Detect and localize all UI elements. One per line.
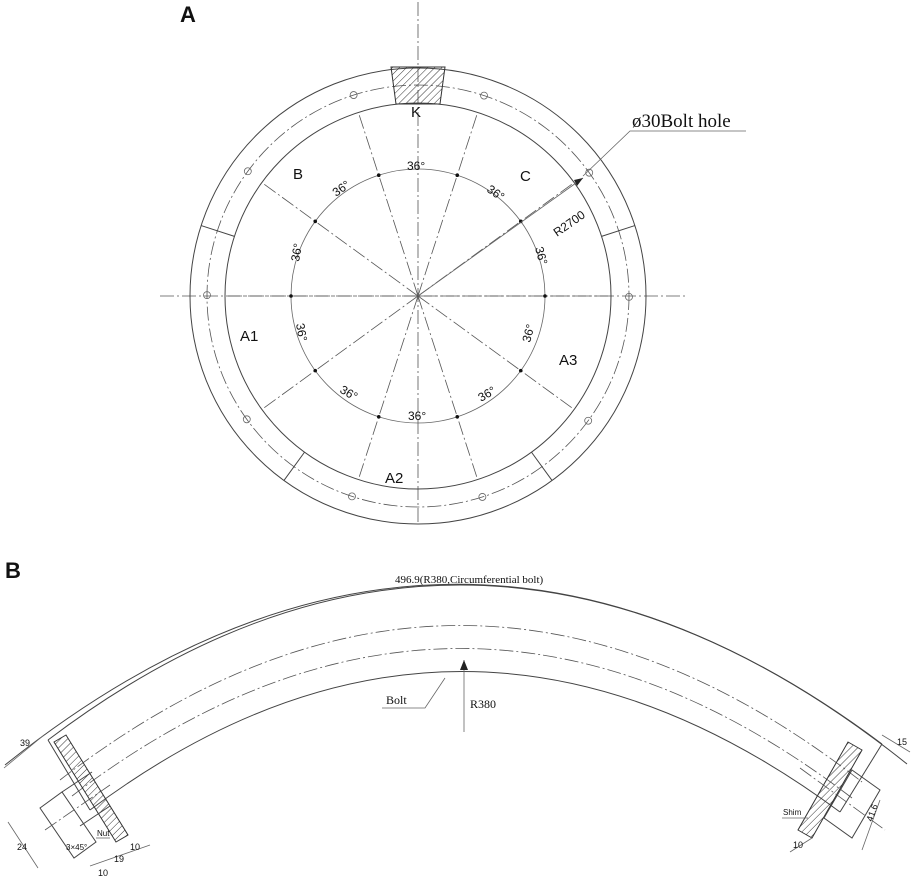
bolt-hole-icon xyxy=(584,416,593,425)
key-segment-hatch xyxy=(390,66,446,105)
panel-a-label: A xyxy=(180,2,196,27)
nut-label: Nut xyxy=(97,829,110,838)
outer-dimension-arc xyxy=(4,583,908,766)
dim-24: 24 xyxy=(17,842,27,852)
segment-ray xyxy=(261,182,419,297)
segment-label-a3: A3 xyxy=(559,352,577,369)
segment-rays xyxy=(225,112,611,480)
dim-10-right: 10 xyxy=(130,842,140,852)
right-shim-hatch xyxy=(797,741,863,839)
bolt-hole-icon xyxy=(478,493,487,501)
angle-tick xyxy=(376,414,381,419)
bolt-hole-icon xyxy=(243,167,252,176)
panel-b: B 496.9(R380,Circumferential bolt) R380 … xyxy=(3,558,911,878)
bolt-hole-icon xyxy=(625,292,633,301)
segment-outer-arc xyxy=(47,584,883,745)
dim-41-6-line xyxy=(861,799,881,851)
bolt-hole-icon xyxy=(242,415,251,424)
radius-arrow xyxy=(574,178,583,186)
panel-b-label: B xyxy=(5,558,21,583)
arc-length-label: 496.9(R380,Circumferential bolt) xyxy=(395,574,543,586)
right-bolt-axis xyxy=(799,767,886,831)
angle-label-top-left: 36° xyxy=(330,177,353,199)
segment-joint-line xyxy=(601,225,635,237)
angle-tick xyxy=(543,294,547,298)
segment-inner-arc xyxy=(89,671,841,813)
bolt-hole-icon xyxy=(348,492,356,501)
angle-tick xyxy=(376,173,381,178)
segment-ray xyxy=(357,112,419,297)
angle-label-top-right: 36° xyxy=(484,182,507,204)
bolt-holes xyxy=(203,91,633,501)
radius-label: R2700 xyxy=(551,208,588,240)
left-bolt-shank-1 xyxy=(61,771,93,793)
bolt-hole-label: ø30Bolt hole xyxy=(632,111,731,132)
dim-39: 39 xyxy=(20,738,30,748)
angle-label-top: 36° xyxy=(407,159,425,173)
segment-label-c: C xyxy=(520,168,531,185)
angle-label-bottom: 36° xyxy=(408,409,426,423)
angle-label-right-upper: 36° xyxy=(532,245,550,266)
bolt-centerline-arc-2 xyxy=(71,648,853,799)
dim-41-6: 41.6 xyxy=(864,803,879,823)
segment-ray xyxy=(261,295,419,410)
r380-arrow xyxy=(460,660,468,670)
bolt-hole-icon xyxy=(585,168,594,177)
chamfer-label: 3×45° xyxy=(66,843,87,852)
bolt-centerline-arc xyxy=(59,625,863,783)
bolt-hole-icon xyxy=(203,291,211,300)
segment-joint-line xyxy=(201,225,235,237)
segment-label-k: K xyxy=(411,104,421,121)
left-bolt-shank-2 xyxy=(79,805,111,827)
left-nut xyxy=(39,791,97,859)
dim-10-left: 10 xyxy=(98,868,108,878)
dim-10-right-line xyxy=(789,837,813,853)
angle-label-bottom-left: 36° xyxy=(338,382,361,403)
segment-label-a1: A1 xyxy=(240,328,258,345)
left-bolt-assembly: 39 24 3×45° Nut 19 10 10 xyxy=(3,734,151,878)
bolt-hole-icon xyxy=(480,91,488,100)
segment-ray xyxy=(417,295,479,480)
bolt-leader xyxy=(382,677,446,709)
angle-label-left-upper: 36° xyxy=(288,242,305,262)
dim-15: 15 xyxy=(897,737,907,747)
right-end-face xyxy=(839,743,883,813)
segment-joint-line xyxy=(283,451,305,481)
segment-joints xyxy=(201,225,635,481)
segment-joint-line xyxy=(531,451,553,481)
segment-label-b: B xyxy=(293,166,303,183)
angle-tick xyxy=(289,294,293,298)
segment-ray xyxy=(417,112,479,297)
angle-tick xyxy=(313,219,318,224)
r380-label: R380 xyxy=(470,697,496,711)
angle-tick xyxy=(455,173,460,178)
panel-a: A K B C A1 A2 A3 36° 36° 36° 36° 36° 36°… xyxy=(160,2,746,525)
segment-label-a2: A2 xyxy=(385,470,403,487)
dim-39-line xyxy=(3,734,45,769)
angle-label-right-lower: 36° xyxy=(519,322,537,343)
bolt-hole-leader xyxy=(582,130,746,177)
dim-24-line xyxy=(7,821,39,869)
radius-leader xyxy=(417,177,584,297)
right-nut xyxy=(823,769,881,839)
angle-label-bottom-right: 36° xyxy=(476,383,499,404)
dim-bottom-line xyxy=(89,844,151,867)
dim-19: 19 xyxy=(114,854,124,864)
segment-ray xyxy=(357,295,419,480)
dim-10-shim: 10 xyxy=(793,840,803,850)
angle-ticks xyxy=(289,173,547,419)
left-end-face xyxy=(47,739,91,811)
bolt-hole-icon xyxy=(349,91,358,99)
shim-label: Shim xyxy=(783,808,802,817)
left-shim-hatch xyxy=(53,734,129,843)
segment-ray xyxy=(417,295,575,410)
angle-tick xyxy=(455,414,460,419)
bolt-label: Bolt xyxy=(386,693,407,707)
angle-label-left-lower: 36° xyxy=(293,322,310,342)
dim-15-line xyxy=(881,734,911,753)
left-bolt-axis xyxy=(44,784,111,831)
angle-tick xyxy=(518,368,523,373)
angle-tick xyxy=(313,368,318,373)
